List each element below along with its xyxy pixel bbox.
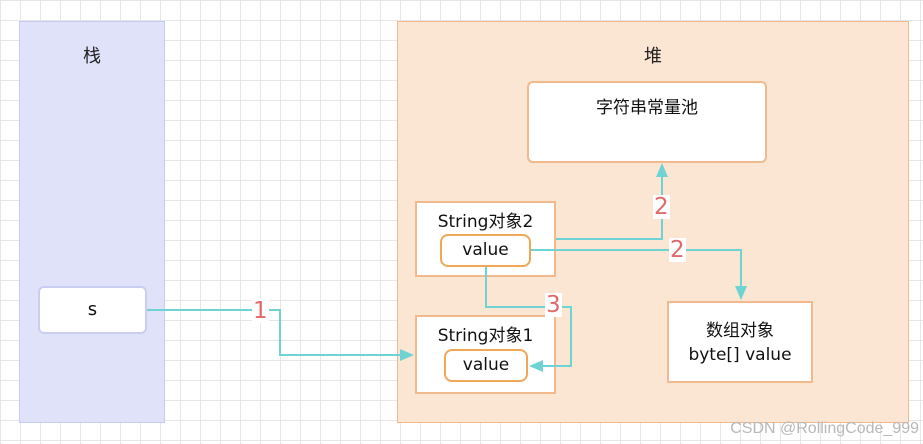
- step-label-2-pool: 2: [653, 194, 670, 220]
- watermark: CSDN @RollingCode_999: [730, 420, 919, 437]
- heap-title: 堆: [644, 46, 662, 67]
- stack-variable-s[interactable]: s: [38, 286, 147, 334]
- byte-array-object-subtitle: byte[] value: [688, 345, 792, 365]
- byte-array-object[interactable]: 数组对象 byte[] value: [667, 301, 813, 383]
- stack-region: 栈: [19, 21, 165, 423]
- byte-array-object-title: 数组对象: [706, 321, 774, 341]
- step-label-2-array: 2: [669, 237, 686, 263]
- string-object-2-value-field[interactable]: value: [440, 234, 531, 267]
- step-label-3: 3: [545, 292, 562, 318]
- string-object-2-title: String对象2: [437, 212, 534, 232]
- stack-title: 栈: [83, 46, 101, 67]
- step-label-1: 1: [252, 298, 269, 324]
- string-object-1-title: String对象1: [437, 326, 534, 346]
- string-object-1-value-field[interactable]: value: [444, 349, 528, 382]
- arrow-1-s-to-string-object-1: [147, 309, 401, 356]
- string-constant-pool[interactable]: 字符串常量池: [527, 81, 767, 163]
